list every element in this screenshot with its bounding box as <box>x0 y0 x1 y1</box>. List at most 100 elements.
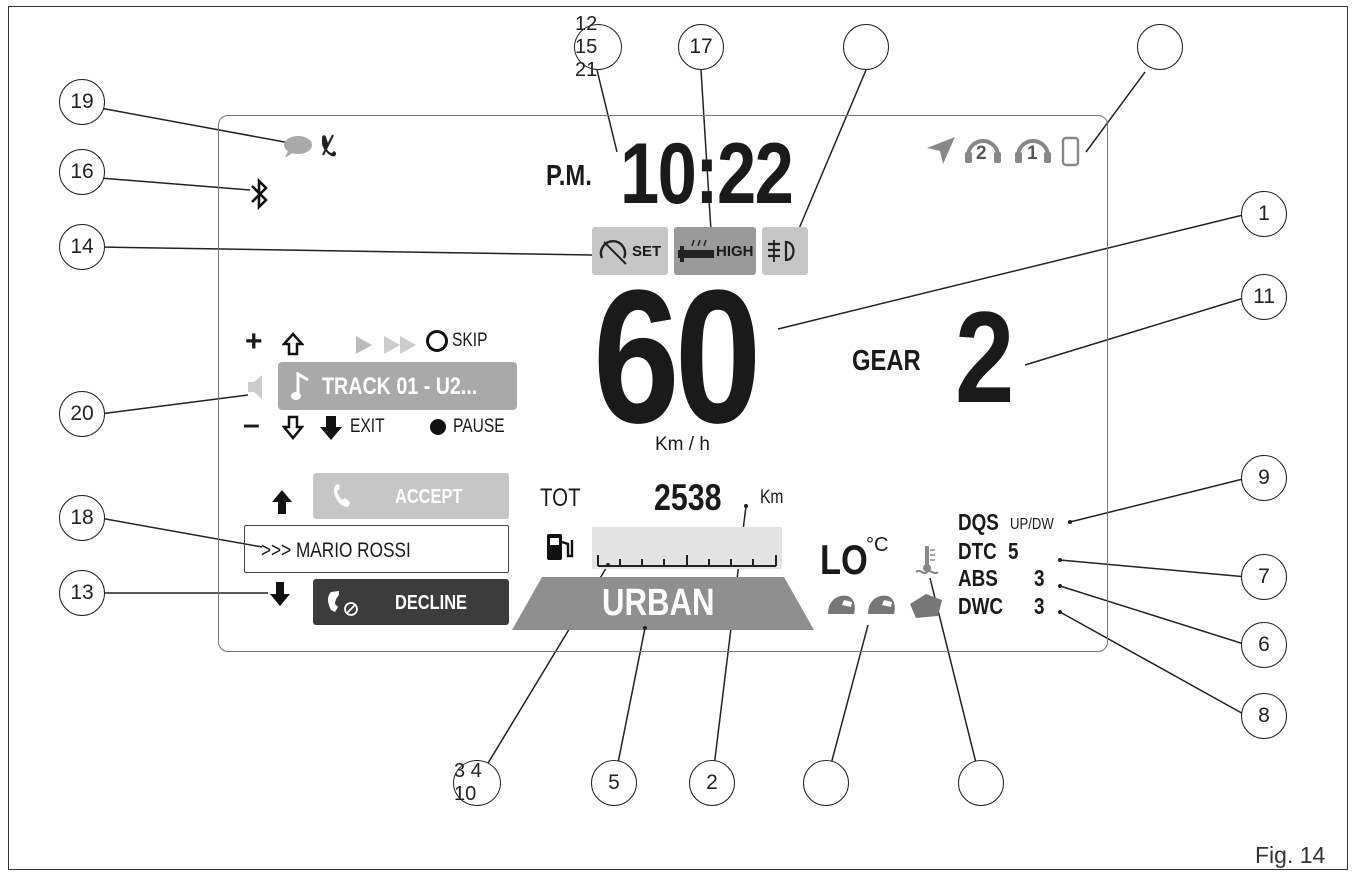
cruise-control-chip: SET <box>592 227 668 275</box>
callout-9: 9 <box>1241 455 1287 501</box>
dqs-value: UP/DW <box>1010 516 1054 533</box>
fuel-icon <box>547 534 574 560</box>
pause-button[interactable] <box>430 419 446 435</box>
callout-label: 20 <box>70 402 94 425</box>
fog-light-icon <box>768 240 795 262</box>
exit-button[interactable] <box>318 414 344 442</box>
decline-label: DECLINE <box>395 592 467 614</box>
riding-mode-banner <box>512 577 814 630</box>
callout-empty-bottom-2 <box>958 760 1004 806</box>
leader-16 <box>99 177 251 191</box>
speed-unit: Km / h <box>655 434 710 455</box>
dtc-value: 5 <box>1008 538 1019 564</box>
dashboard-screen <box>218 115 1108 652</box>
callout-8: 8 <box>1241 693 1287 739</box>
callout-18: 18 <box>59 495 105 541</box>
volume-down-button[interactable]: – <box>243 408 260 441</box>
riding-mode-label: URBAN <box>602 582 715 624</box>
callout-5: 5 <box>591 760 637 806</box>
callout-empty-bottom-1 <box>803 760 849 806</box>
callout-label: 19 <box>70 90 94 113</box>
cruise-control-label: SET <box>632 242 662 260</box>
leader-dot <box>606 563 610 567</box>
abs-label: ABS <box>958 565 998 591</box>
callout-1: 1 <box>1241 191 1287 237</box>
dwc-label: DWC <box>958 593 1004 619</box>
speed-value: 60 <box>593 251 761 463</box>
volume-icon <box>248 375 262 399</box>
accept-call-button[interactable]: ACCEPT <box>313 473 509 519</box>
music-note-icon <box>291 372 309 400</box>
heated-grip-chip: HIGH <box>674 227 756 275</box>
cruise-control-icon <box>599 240 627 265</box>
callout-label: 2 <box>706 771 718 794</box>
callout-12-15-21: 12 15 21 <box>574 13 622 81</box>
callout-11: 11 <box>1241 274 1287 320</box>
track-title: TRACK 01 - U2... <box>322 373 478 400</box>
caller-display: >>> MARIO ROSSI <box>244 525 509 573</box>
track-down-button[interactable] <box>282 414 304 442</box>
leader-dot <box>744 504 748 508</box>
callout-label: 6 <box>1258 633 1270 656</box>
accept-label: ACCEPT <box>395 486 463 508</box>
pause-label: PAUSE <box>453 416 505 437</box>
odometer-label: TOT <box>540 484 581 512</box>
track-up-button[interactable] <box>282 331 304 357</box>
callout-label: 12 15 21 <box>575 12 598 81</box>
leader-18 <box>99 517 263 548</box>
leader-6 <box>1059 585 1248 646</box>
headset-2-badge: 2 <box>976 143 987 164</box>
leader-14 <box>99 246 593 256</box>
leader-17 <box>700 69 713 248</box>
temperature-unit: °C <box>866 534 889 556</box>
clock-time: 10:22 <box>620 126 794 222</box>
volume-up-button[interactable]: + <box>245 325 263 358</box>
headset-2-icon: 2 <box>962 134 1004 166</box>
callout-label: 7 <box>1258 565 1270 588</box>
headset-1-badge: 1 <box>1027 143 1038 164</box>
callout-label: 11 <box>1253 285 1275 308</box>
phone-icon <box>1061 136 1080 167</box>
decline-call-button[interactable]: DECLINE <box>313 579 509 625</box>
callout-label: 8 <box>1258 704 1270 727</box>
callout-16: 16 <box>59 149 105 195</box>
callout-label: 16 <box>70 160 94 183</box>
callout-empty-top-1 <box>843 24 889 70</box>
call-down-arrow[interactable] <box>268 580 292 608</box>
exit-label: EXIT <box>350 416 385 437</box>
call-up-arrow[interactable] <box>270 488 294 516</box>
gear-label: GEAR <box>852 345 921 377</box>
leader-dot <box>643 626 647 630</box>
leader-dot <box>1058 584 1062 588</box>
temperature-value: LO <box>820 536 868 583</box>
leader-19 <box>99 107 291 144</box>
callout-20: 20 <box>59 391 105 437</box>
play-forward-icon <box>356 336 416 354</box>
leader-1 <box>777 213 1248 330</box>
callout-label: 3 4 10 <box>454 760 482 805</box>
dqs-label: DQS <box>958 509 999 535</box>
mute-icon <box>322 134 337 157</box>
callout-label: 13 <box>70 581 94 604</box>
leader-8 <box>1059 611 1248 717</box>
callout-label: 14 <box>70 235 94 258</box>
callout-13: 13 <box>59 570 105 616</box>
figure-label: Fig. 14 <box>1255 842 1326 868</box>
dwc-value: 3 <box>1034 593 1045 619</box>
dtc-label: DTC <box>958 538 997 564</box>
callout-7: 7 <box>1241 554 1287 600</box>
callout-17: 17 <box>678 24 724 70</box>
leader-5 <box>613 627 646 784</box>
helmet-icon <box>868 595 895 614</box>
fog-light-chip <box>762 227 808 275</box>
leader-dot <box>1068 520 1072 524</box>
leader-dot <box>1058 558 1062 562</box>
gear-value: 2 <box>955 284 1015 430</box>
headset-1-icon: 1 <box>1012 134 1054 166</box>
heated-grip-icon <box>678 239 714 262</box>
road-icon <box>910 594 942 618</box>
track-display: TRACK 01 - U2... <box>278 362 517 410</box>
skip-button[interactable] <box>426 330 448 352</box>
heated-grip-label: HIGH <box>716 242 754 260</box>
